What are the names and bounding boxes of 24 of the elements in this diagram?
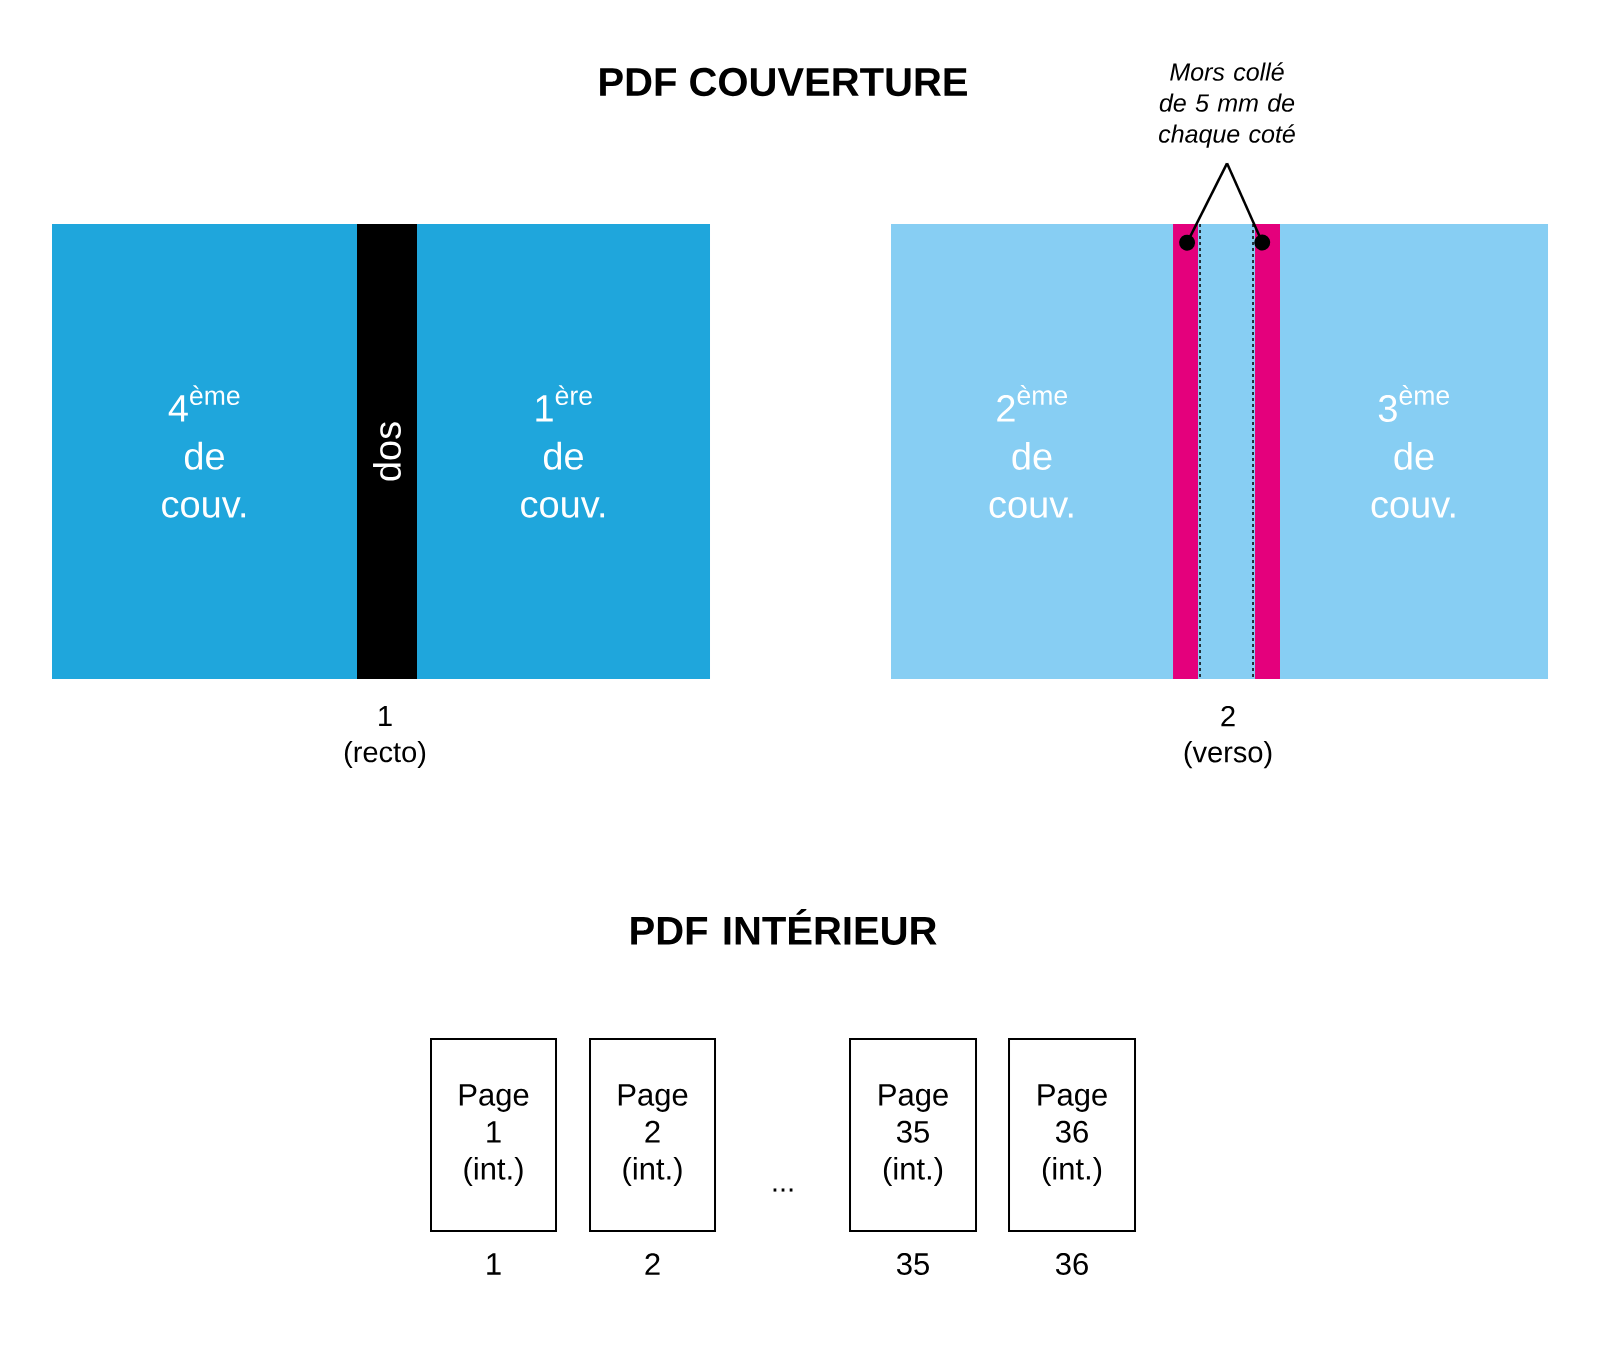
- page-box: Page 2 (int.): [589, 1038, 716, 1232]
- spine-area: [1198, 224, 1255, 679]
- page-box: Page 36 (int.): [1008, 1038, 1136, 1232]
- cover-panel: $\text{2}^{\text{ème}}$ de couv.: [891, 224, 1173, 679]
- callout-text: Mors collé de 5 mm de chaque coté: [1159, 62, 1295, 148]
- cover-panel: $\text{4}^{\text{ème}}$ de couv.: [52, 224, 357, 679]
- page-number: 2: [645, 1253, 660, 1275]
- cover-panel: $\text{1}^{\text{ère}}$ de couv.: [417, 224, 710, 679]
- leader-line: [1179, 162, 1229, 251]
- ellipsis: ...: [773, 1188, 793, 1192]
- heading: PDF COUVERTURE: [600, 67, 967, 97]
- page-box: Page 35 (int.): [849, 1038, 977, 1232]
- cover-panel: $\text{3}^{\text{ème}}$ de couv.: [1280, 224, 1548, 679]
- page-box: Page 1 (int.): [430, 1038, 557, 1232]
- leader-line: [1225, 162, 1271, 251]
- spine-band: dos: [357, 224, 417, 679]
- page-number: 35: [896, 1253, 929, 1275]
- caption: 1 (recto): [344, 706, 426, 768]
- heading: PDF INTÉRIEUR: [631, 909, 937, 945]
- page-number: 1: [487, 1253, 501, 1275]
- glue-strip: [1173, 224, 1198, 679]
- glue-strip: [1255, 224, 1280, 679]
- page-number: 36: [1055, 1253, 1088, 1275]
- caption: 2 (verso): [1184, 705, 1272, 769]
